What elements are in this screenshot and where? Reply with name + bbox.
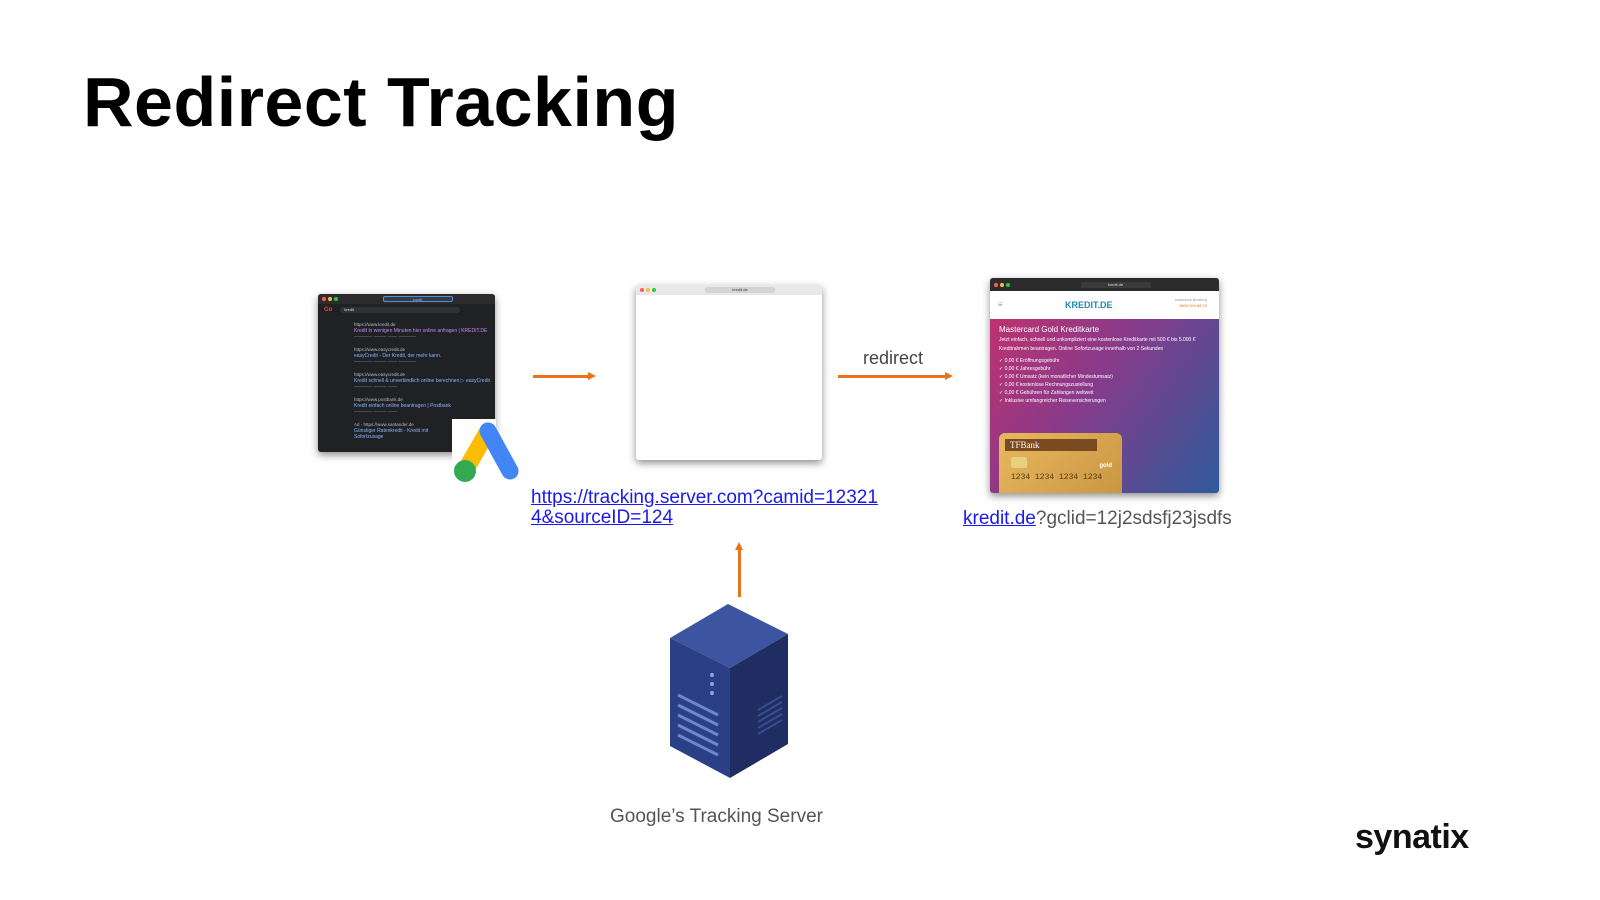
server-caption: Google’s Tracking Server xyxy=(610,806,823,827)
google-logo-icon: Go xyxy=(324,307,333,313)
card-number: 1234 1234 1234 1234 xyxy=(1011,473,1103,482)
landing-headline: Mastercard Gold Kreditkarte xyxy=(999,325,1100,334)
arrow-right-2 xyxy=(838,375,946,378)
phone-label: kostenlose Beratung xyxy=(1175,298,1207,302)
server-icon xyxy=(670,604,788,778)
arrowhead-icon xyxy=(945,372,953,380)
phone-number: 0800 999 88 70 xyxy=(1179,303,1207,308)
redirect-label: redirect xyxy=(863,348,924,368)
chip-icon xyxy=(1011,457,1027,468)
tracking-url-link[interactable]: https://tracking.server.com?camid=12321 … xyxy=(531,487,878,528)
address-bar: kredit.de xyxy=(705,287,775,293)
landing-subtext: Jetzt einfach, schnell und unkompliziert… xyxy=(999,337,1196,352)
card-tier: gold xyxy=(1099,463,1112,469)
arrowhead-icon xyxy=(588,372,596,380)
landing-page-screenshot: kredit.de ≡ KREDIT.DE kostenlose Beratun… xyxy=(990,278,1219,493)
address-bar: kredit.de xyxy=(1080,281,1151,288)
landing-url: kredit.de?gclid=12j2sdsfj23jsdfs xyxy=(963,508,1232,530)
credit-card-image: TFBank gold 1234 1234 1234 1234 xyxy=(999,433,1122,493)
arrow-up xyxy=(738,549,741,597)
kredit-link[interactable]: kredit.de xyxy=(963,508,1036,529)
feature-list: ✓ 0,00 € Eröffnungsgebühr ✓ 0,00 € Jahre… xyxy=(999,358,1113,404)
kredit-logo: KREDIT.DE xyxy=(1065,300,1113,310)
google-ads-icon xyxy=(452,419,519,485)
search-input: kredit xyxy=(340,307,461,313)
blank-browser-window: kredit.de xyxy=(636,285,822,460)
card-bank: TFBank xyxy=(1005,439,1097,451)
page-title: Redirect Tracking xyxy=(83,63,679,141)
search-address-bar: kredit xyxy=(382,296,453,302)
arrow-right-1 xyxy=(533,375,589,378)
synatix-logo: synatix xyxy=(1355,818,1469,856)
arrowhead-up-icon xyxy=(735,542,743,550)
menu-icon: ≡ xyxy=(998,300,1003,309)
landing-url-params: ?gclid=12j2sdsfj23jsdfs xyxy=(1035,508,1232,529)
